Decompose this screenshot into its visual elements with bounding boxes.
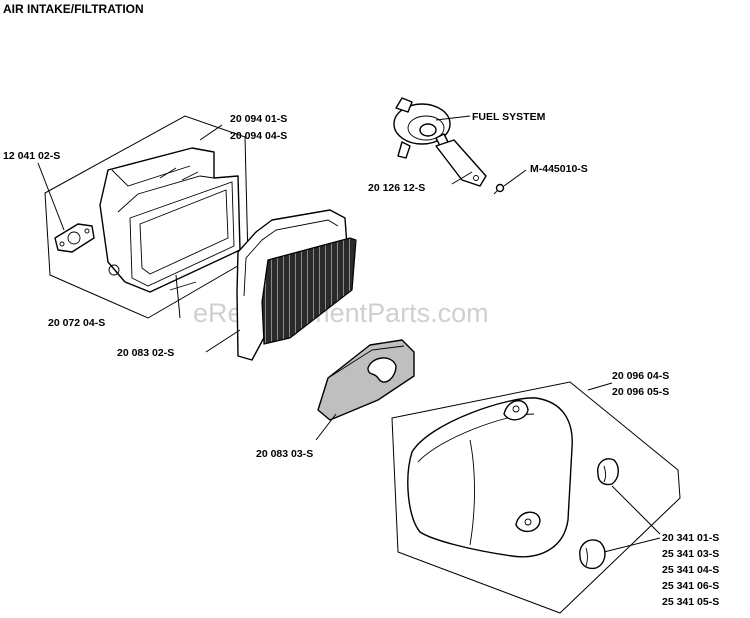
label-25-341-04: 25 341 04-S	[662, 564, 719, 576]
diagram-title: AIR INTAKE/FILTRATION	[3, 2, 144, 16]
gasket-part	[54, 223, 95, 253]
leader-lines	[37, 115, 661, 553]
label-m-445010: M-445010-S	[530, 163, 588, 175]
label-20-094-04: 20 094 04-S	[230, 130, 287, 142]
label-12-041-02: 12 041 02-S	[3, 150, 60, 162]
label-20-083-02: 20 083 02-S	[117, 347, 174, 359]
label-20-126-12: 20 126 12-S	[368, 182, 425, 194]
knob-upper-part	[597, 458, 619, 486]
label-20-096-05: 20 096 05-S	[612, 386, 669, 398]
label-20-096-04: 20 096 04-S	[612, 370, 669, 382]
label-25-341-03: 25 341 03-S	[662, 548, 719, 560]
label-20-072-04: 20 072 04-S	[48, 317, 105, 329]
label-25-341-05: 25 341 05-S	[662, 596, 719, 608]
air-cleaner-cover-part	[407, 397, 573, 558]
air-filter-element-part	[236, 209, 357, 361]
cover-assembly-outline	[391, 381, 681, 614]
part-labels: 12 041 02-S 20 094 01-S 20 094 04-S 20 0…	[3, 111, 719, 608]
label-20-341-01: 20 341 01-S	[662, 532, 719, 544]
fuel-pump-bracket-part	[435, 139, 487, 187]
label-20-083-03: 20 083 03-S	[256, 448, 313, 460]
screw-part	[493, 183, 505, 195]
air-cleaner-base-part	[99, 147, 241, 293]
label-25-341-06: 25 341 06-S	[662, 580, 719, 592]
knob-lower-part	[579, 539, 606, 570]
label-20-094-01: 20 094 01-S	[230, 113, 287, 125]
label-fuel-system: FUEL SYSTEM	[472, 111, 546, 123]
precleaner-part	[317, 339, 415, 421]
